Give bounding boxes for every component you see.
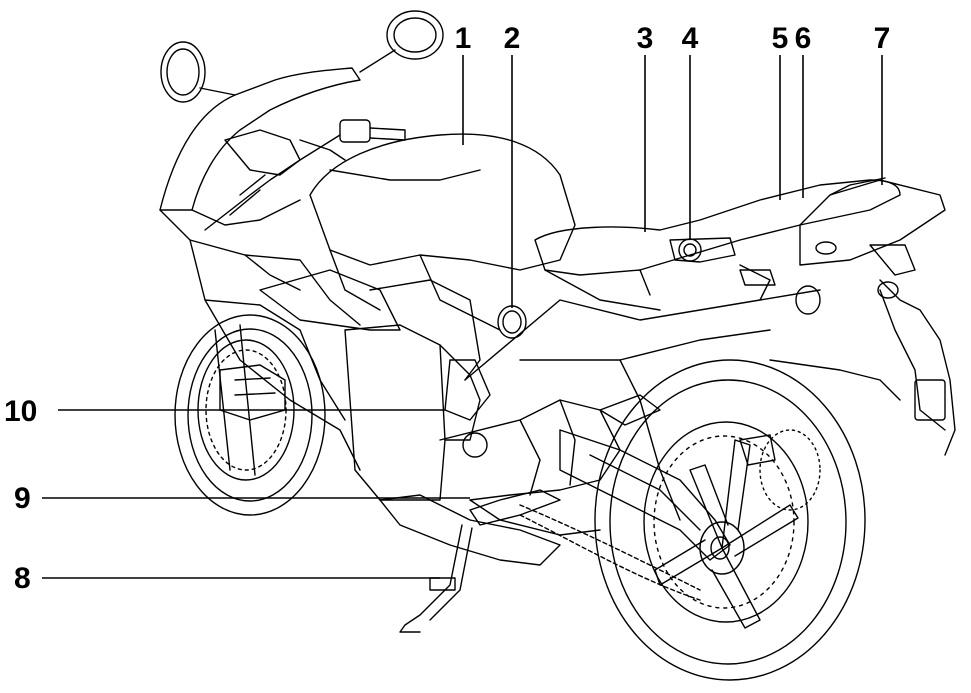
front-fairing <box>159 67 361 471</box>
swingarm <box>559 429 731 561</box>
leader-lines <box>42 55 883 579</box>
frame <box>464 264 901 521</box>
motorcycle-illustration <box>159 10 956 681</box>
sidestand <box>399 524 473 633</box>
callout-1: 1 <box>455 22 472 55</box>
callout-8: 8 <box>14 562 31 595</box>
handlebars <box>204 119 406 231</box>
callout-10: 10 <box>4 395 37 428</box>
rear-brake <box>739 429 821 511</box>
callout-3: 3 <box>637 22 654 55</box>
mirrors <box>160 10 444 103</box>
front-brake <box>219 364 286 421</box>
callout-7: 7 <box>874 22 891 55</box>
fuel-tank <box>309 133 576 339</box>
callout-labels: 1 2 3 4 5 6 7 8 9 10 <box>4 22 890 595</box>
callout-5: 5 <box>772 22 789 55</box>
front-wheel <box>174 314 326 516</box>
callout-6: 6 <box>795 22 812 55</box>
callout-2: 2 <box>504 22 521 55</box>
callout-9: 9 <box>14 482 31 515</box>
footrests <box>469 269 776 526</box>
drive-chain <box>519 504 701 601</box>
side-panels <box>259 269 481 501</box>
rear-wheel <box>594 359 866 681</box>
tail-section <box>795 177 956 456</box>
seat <box>534 179 901 311</box>
callout-4: 4 <box>682 22 699 55</box>
belly-pan <box>379 494 561 566</box>
